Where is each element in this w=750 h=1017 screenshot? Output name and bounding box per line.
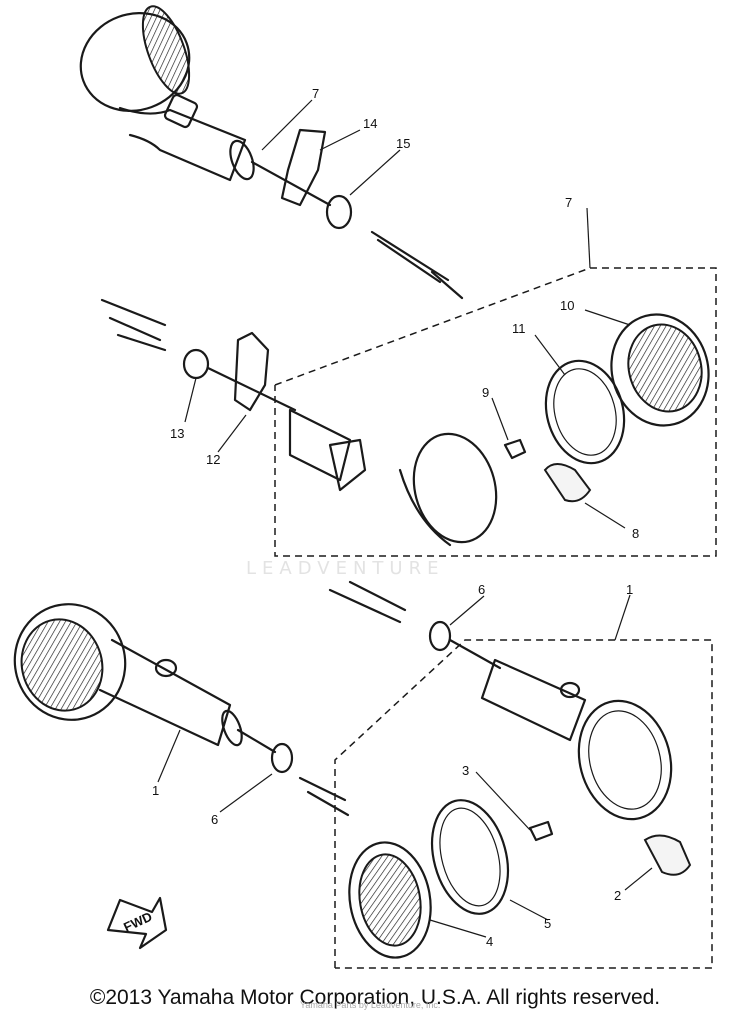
faint-credit: Yamaha Parts by Leadventure, Inc. [300,1000,441,1010]
part-label: 2 [614,888,621,903]
part-label: 1 [152,783,159,798]
part-label: 12 [206,452,220,467]
part-label: 1 [626,582,633,597]
part-label: 6 [478,582,485,597]
part-label: 4 [486,934,493,949]
watermark: LEADVENTURE [246,558,445,579]
middle-flasher-assembly [100,267,717,557]
turn-signal-exploded-diagram: FWD 7 14 15 7 10 11 9 13 12 8 6 1 1 6 3 … [13,5,717,969]
part-label: 7 [312,86,319,101]
part-label: 11 [512,321,526,336]
part-label: 5 [544,916,551,931]
top-flasher-assembly [79,5,464,300]
part-label: 9 [482,385,489,400]
part-label: 10 [560,298,574,313]
part-label: 8 [632,526,639,541]
part-labels: 7 14 15 7 10 11 9 13 12 8 6 1 1 6 3 2 5 … [152,86,639,949]
part-label: 7 [565,195,572,210]
copyright-notice: ©2013 Yamaha Motor Corporation, U.S.A. A… [89,986,661,1009]
part-label: 6 [211,812,218,827]
lower-left-flasher-assembly [13,603,350,817]
leader-lines [157,99,653,938]
fwd-arrow-icon: FWD [106,896,168,950]
part-label: 14 [363,116,377,131]
fwd-label: FWD [121,909,154,935]
part-label: 13 [170,426,184,441]
part-label: 15 [396,136,410,151]
lower-right-flasher-assembly [328,580,713,969]
part-label: 3 [462,763,469,778]
